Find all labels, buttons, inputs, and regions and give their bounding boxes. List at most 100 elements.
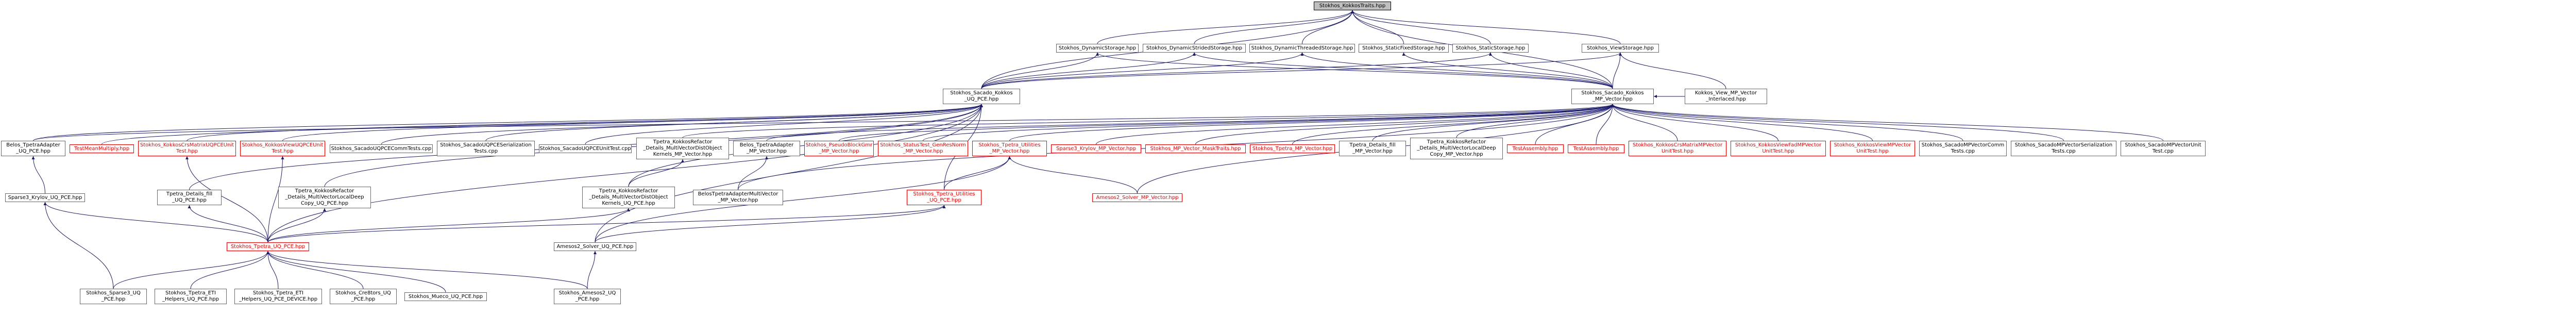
graph-node[interactable]: Stokhos_KokkosTraits.hpp <box>1314 2 1391 10</box>
dependency-edge <box>595 205 946 243</box>
dependency-edge <box>1302 10 1354 44</box>
dependency-edge <box>190 251 269 289</box>
dependency-edge <box>628 159 684 187</box>
dependency-edge <box>1096 52 1613 89</box>
graph-node[interactable]: Sparse3_Krylov_MP_Vector.hpp <box>1051 144 1141 153</box>
dependency-edge <box>101 104 983 145</box>
dependency-edge <box>1611 104 1778 141</box>
graph-node[interactable]: Stokhos_DynamicStorage.hpp <box>1056 44 1139 53</box>
graph-node[interactable]: Stokhos_StaticFixedStorage.hpp <box>1359 44 1449 53</box>
dependency-edge <box>1009 104 1614 141</box>
dependency-edge <box>267 208 630 243</box>
graph-node[interactable]: Belos_TpetraAdapter _UQ_PCE.hpp <box>1 141 65 156</box>
dependency-edge <box>43 202 268 243</box>
dependency-edge <box>1096 104 1614 145</box>
graph-node[interactable]: Stokhos_Sacado_Kokkos _UQ_PCE.hpp <box>943 89 1020 104</box>
dependency-edge <box>1611 104 1678 141</box>
graph-node[interactable]: Sparse3_Krylov_UQ_PCE.hpp <box>5 193 85 202</box>
graph-node[interactable]: Stokhos_SacadoUQPCESerialization Tests.c… <box>437 141 535 156</box>
dependency-edge <box>1194 10 1354 44</box>
graph-node[interactable]: Stokhos_SacadoMPVectorUnit Test.cpp <box>2121 141 2206 156</box>
dependency-edge <box>1008 156 1138 194</box>
dependency-edge <box>266 251 446 293</box>
dependency-edge <box>485 104 983 141</box>
dependency-edge <box>1292 104 1614 145</box>
graph-node[interactable]: Amesos2_Solver_MP_Vector.hpp <box>1092 193 1182 202</box>
dependency-edge <box>31 156 45 194</box>
dependency-edge <box>1611 104 1963 141</box>
dependency-edge <box>682 104 1614 138</box>
graph-node[interactable]: Stokhos_DynamicStridedStorage.hpp <box>1143 44 1246 53</box>
graph-node[interactable]: Stokhos_KokkosCrsMatrixMPVector UnitTest… <box>1629 141 1726 156</box>
dependency-edge <box>185 156 268 243</box>
graph-node[interactable]: Belos_TpetraAdapter _MP_Vector.hpp <box>733 141 800 156</box>
dependency-edge <box>1612 52 1622 89</box>
dependency-edge <box>981 52 1196 89</box>
dependency-edge <box>282 104 983 141</box>
graph-node[interactable]: Kokkos_View_MP_Vector _Interlaced.hpp <box>1685 89 1767 104</box>
dependency-edge <box>1351 10 1404 44</box>
graph-node[interactable]: Stokhos_Amesos2_UQ _PCE.hpp <box>554 289 621 304</box>
dependency-edge <box>1489 52 1613 89</box>
graph-node[interactable]: Stokhos_Sacado_Kokkos _MP_Vector.hpp <box>1571 89 1654 104</box>
graph-node[interactable]: Stokhos_ViewStorage.hpp <box>1582 44 1659 53</box>
dependency-edge <box>266 251 364 289</box>
graph-node[interactable]: TestAssembly.hpp <box>1507 144 1564 153</box>
graph-node[interactable]: Tpetra_KokkosRefactor _Details_MultiVect… <box>1410 138 1503 159</box>
graph-node[interactable]: Stokhos_DynamicThreadedStorage.hpp <box>1249 44 1355 53</box>
graph-node[interactable]: Stokhos_StatusTest_GenResNorm _MP_Vector… <box>878 141 968 156</box>
graph-node[interactable]: Stokhos_SacadoMPVectorComm Tests.cpp <box>1919 141 2007 156</box>
graph-node[interactable]: Stokhos_PseudoBlockGmr _MP_Vector.hpp <box>804 141 874 156</box>
graph-node[interactable]: Stokhos_MP_Vector_MaskTraits.hpp <box>1145 144 1246 153</box>
graph-node[interactable]: Stokhos_Cre8tors_UQ _PCE.hpp <box>330 289 397 304</box>
dependency-edge <box>1193 52 1613 89</box>
graph-node[interactable]: Tpetra_KokkosRefactor _Details_MultiVect… <box>636 138 729 159</box>
graph-node[interactable]: Stokhos_Tpetra_Utilities _UQ_PCE.hpp <box>907 190 981 205</box>
dependency-edge <box>266 251 588 289</box>
graph-node[interactable]: Tpetra_Details_fill _UQ_PCE.hpp <box>157 190 222 205</box>
graph-node[interactable]: Stokhos_Tpetra_MP_Vector.hpp <box>1250 144 1335 153</box>
dependency-edge <box>1611 104 1873 141</box>
graph-node[interactable]: Stokhos_Tpetra_UQ_PCE.hpp <box>227 242 309 251</box>
dependency-edge <box>1372 104 1614 141</box>
dependency-edge <box>981 52 1099 89</box>
dependency-edge <box>1611 104 2064 141</box>
dependency-edge <box>43 202 114 289</box>
graph-node[interactable]: Stokhos_Tpetra_ETI _Helpers_UQ_PCE_DEVIC… <box>234 289 322 304</box>
graph-node[interactable]: Amesos2_Solver_UQ_PCE.hpp <box>554 242 636 251</box>
dependency-edge <box>1300 52 1613 89</box>
graph-node[interactable]: Tpetra_Details_fill _MP_Vector.hpp <box>1339 141 1406 156</box>
graph-node[interactable]: TestMeanMultiply.hpp <box>70 144 134 153</box>
graph-node[interactable]: BelosTpetraAdapterMultiVector _MP_Vector… <box>693 190 783 205</box>
dependency-edge <box>585 104 983 145</box>
dependency-edge <box>187 104 983 141</box>
graph-node[interactable]: Tpetra_KokkosRefactor _Details_MultiVect… <box>278 187 371 208</box>
graph-node[interactable]: Stokhos_StaticStorage.hpp <box>1452 44 1529 53</box>
graph-node[interactable]: Stokhos_Tpetra_ETI _Helpers_UQ_PCE.hpp <box>155 289 227 304</box>
dependency-edge <box>738 156 768 190</box>
graph-node[interactable]: Stokhos_SacadoUQPCEUnitTest.cpp <box>539 144 632 153</box>
dependency-edge <box>1619 52 1726 89</box>
graph-node[interactable]: TestAssembly.hpp <box>1568 144 1624 153</box>
graph-node[interactable]: Stokhos_KokkosViewUQPCEUnit Test.hpp <box>240 141 325 156</box>
dependency-edge <box>33 104 983 141</box>
graph-node[interactable]: Stokhos_Tpetra_Utilities _MP_Vector.hpp <box>972 141 1047 156</box>
graph-node[interactable]: Stokhos_KokkosViewFadMPVector UnitTest.h… <box>1731 141 1826 156</box>
dependency-edge <box>981 52 1622 89</box>
dependency-edge <box>981 52 1304 89</box>
dependency-edge <box>1195 104 1614 145</box>
dependency-edge <box>1611 104 2163 141</box>
graph-node[interactable]: Stokhos_Mueco_UQ_PCE.hpp <box>404 292 487 301</box>
graph-node[interactable]: Stokhos_Sparse3_UQ _PCE.hpp <box>80 289 147 304</box>
dependency-edge <box>595 104 983 243</box>
graph-node[interactable]: Stokhos_SacadoMPVectorSerialization Test… <box>2011 141 2116 156</box>
graph-node[interactable]: Stokhos_SacadoUQPCECommTests.cpp <box>330 144 433 153</box>
dependency-edge <box>1351 10 1621 44</box>
dependency-edge <box>944 156 1011 190</box>
graph-node[interactable]: Stokhos_KokkosCrsMatrixUQPCEUnit Test.hp… <box>138 141 236 156</box>
dependency-edge <box>267 208 326 243</box>
graph-node[interactable]: Stokhos_KokkosViewMPVector UnitTest.hpp <box>1830 141 1915 156</box>
graph-node[interactable]: Tpetra_KokkosRefactor _Details_MultiVect… <box>582 187 675 208</box>
dependency-edge <box>839 104 1614 141</box>
